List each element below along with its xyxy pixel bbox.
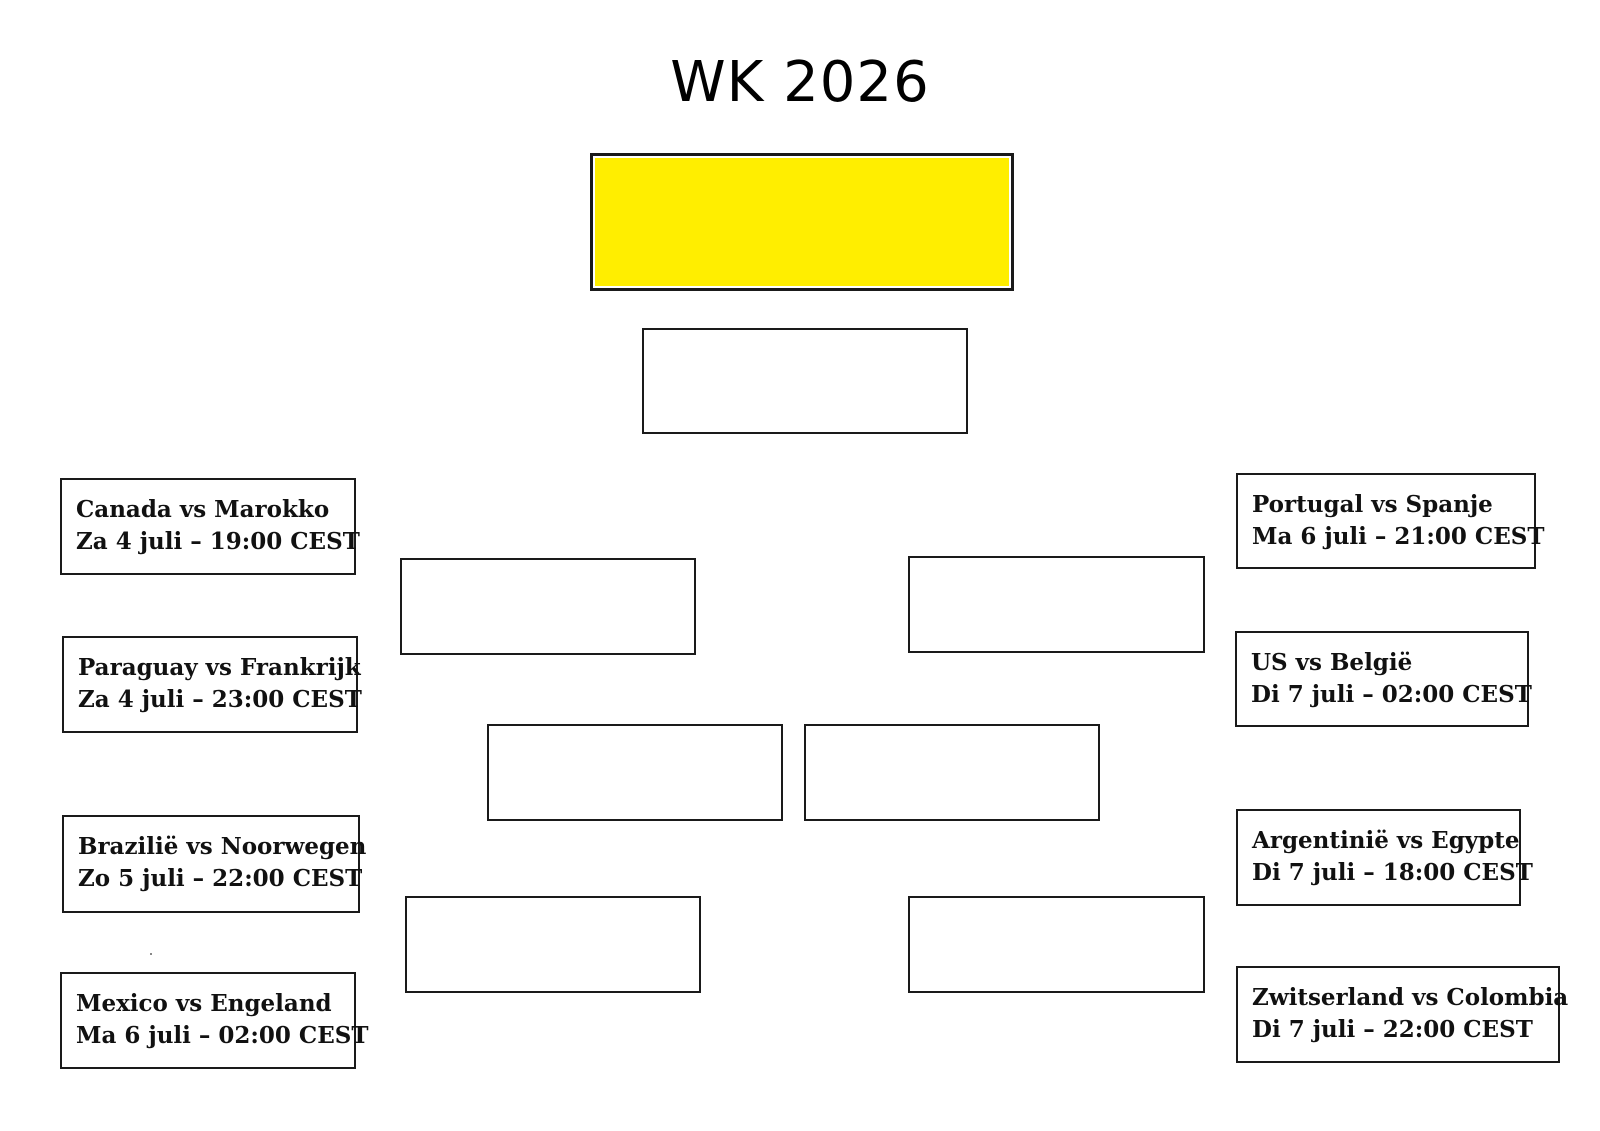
quarterfinal-slot-right-top (908, 556, 1205, 653)
stray-dot (150, 953, 152, 955)
champion-box (590, 153, 1014, 291)
final-slot (642, 328, 968, 434)
match-datetime: Di 7 juli – 18:00 CEST (1252, 859, 1533, 886)
match-datetime: Za 4 juli – 19:00 CEST (76, 528, 360, 555)
match-teams: Paraguay vs Frankrijk (78, 654, 361, 681)
quarterfinal-slot-left-top (400, 558, 696, 655)
match-teams: US vs België (1251, 649, 1413, 676)
match-datetime: Di 7 juli – 22:00 CEST (1252, 1016, 1533, 1043)
page-title: WK 2026 (670, 50, 930, 115)
match-box-left-4: Mexico vs Engeland Ma 6 juli – 02:00 CES… (60, 972, 369, 1069)
match-datetime: Zo 5 juli – 22:00 CEST (78, 865, 363, 892)
match-datetime: Ma 6 juli – 21:00 CEST (1252, 523, 1545, 550)
match-teams: Argentinië vs Egypte (1252, 827, 1520, 854)
quarterfinal-slot-right-bottom (908, 896, 1205, 993)
match-datetime: Za 4 juli – 23:00 CEST (78, 686, 362, 713)
match-box-right-1: Portugal vs Spanje Ma 6 juli – 21:00 CES… (1236, 473, 1545, 569)
semifinal-slot-left (487, 724, 783, 821)
match-box-left-3: Brazilië vs Noorwegen Zo 5 juli – 22:00 … (62, 815, 367, 913)
quarterfinal-slot-left-bottom (405, 896, 701, 993)
match-teams: Portugal vs Spanje (1252, 491, 1493, 518)
match-teams: Canada vs Marokko (76, 496, 330, 523)
match-datetime: Ma 6 juli – 02:00 CEST (76, 1022, 369, 1049)
match-teams: Zwitserland vs Colombia (1252, 984, 1569, 1011)
match-box-right-2: US vs België Di 7 juli – 02:00 CEST (1235, 631, 1532, 727)
match-teams: Mexico vs Engeland (76, 990, 332, 1017)
match-teams: Brazilië vs Noorwegen (78, 833, 367, 860)
match-box-right-4: Zwitserland vs Colombia Di 7 juli – 22:0… (1236, 966, 1569, 1063)
match-datetime: Di 7 juli – 02:00 CEST (1251, 681, 1532, 708)
match-box-left-1: Canada vs Marokko Za 4 juli – 19:00 CEST (60, 478, 360, 575)
match-box-right-3: Argentinië vs Egypte Di 7 juli – 18:00 C… (1236, 809, 1533, 906)
match-box-left-2: Paraguay vs Frankrijk Za 4 juli – 23:00 … (62, 636, 362, 733)
semifinal-slot-right (804, 724, 1100, 821)
